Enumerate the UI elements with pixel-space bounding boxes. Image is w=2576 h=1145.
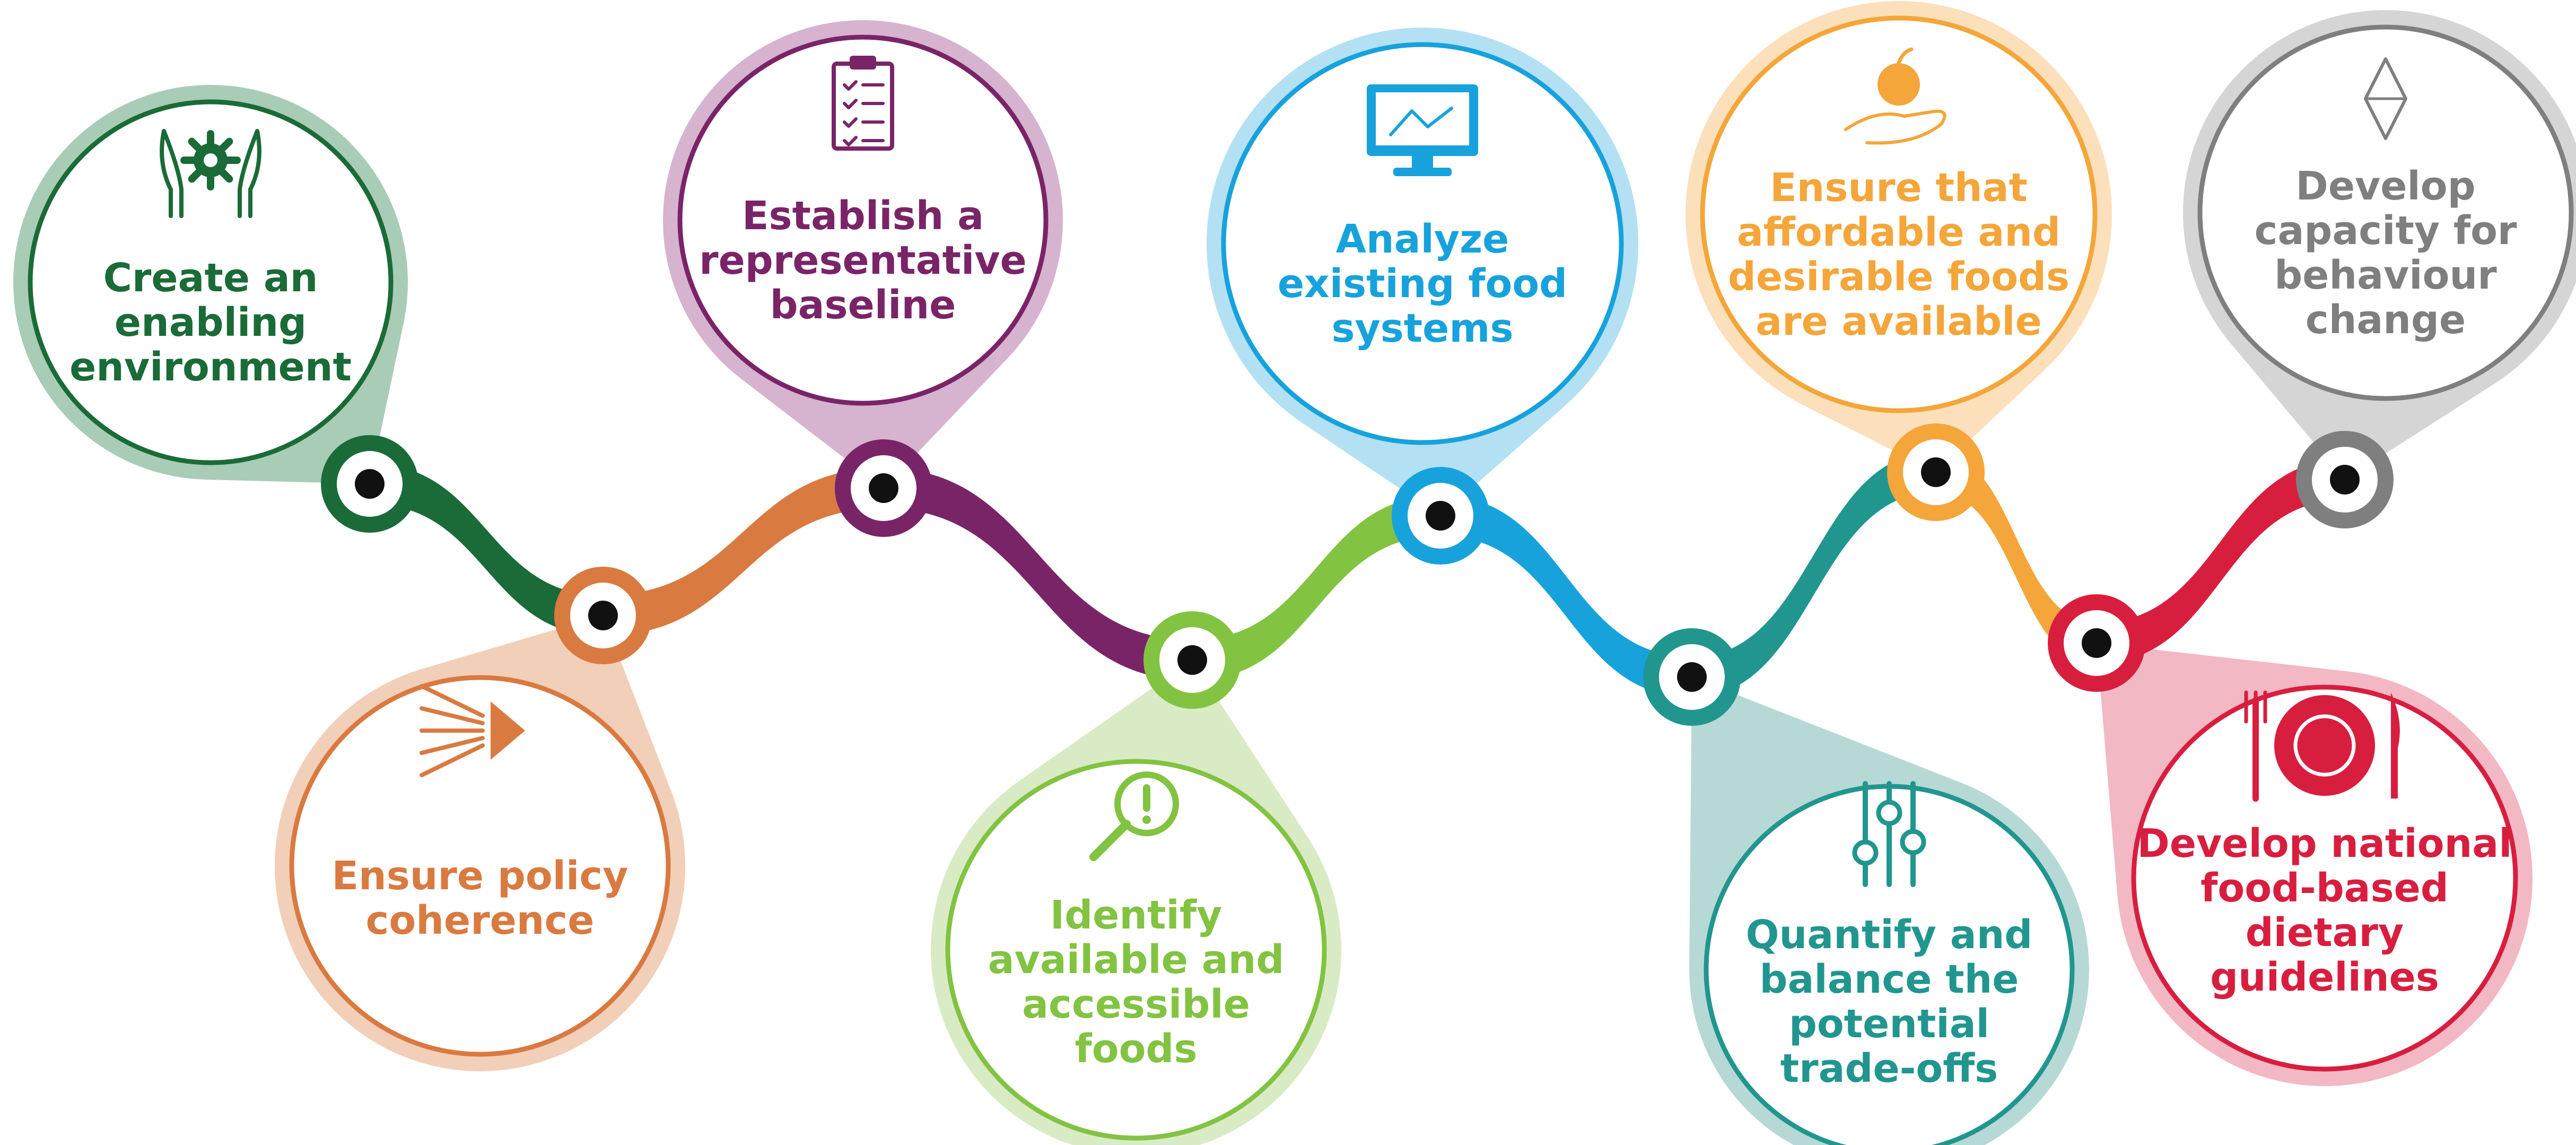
- step-5-label-line: systems: [1331, 306, 1513, 351]
- step-3-label-line: baseline: [770, 282, 956, 328]
- connector-1: [370, 464, 603, 636]
- sliders-icon: [1852, 781, 1926, 887]
- step-1-label-line: environment: [69, 344, 352, 390]
- step-9-bubble: [2197, 24, 2574, 401]
- step-1-label-line: Create an: [103, 255, 318, 301]
- step-5-label-line: existing food: [1278, 261, 1567, 307]
- step-8-label-line: Develop national: [2137, 821, 2512, 866]
- step-8-node: [2048, 594, 2145, 692]
- step-2-label-line: Ensure policy: [331, 853, 628, 899]
- step-4-label-line: Identify: [1050, 892, 1222, 938]
- step-4-label-line: available and: [988, 937, 1285, 983]
- connector-2: [603, 468, 884, 636]
- connector-5: [1440, 496, 1692, 697]
- step-7-label-line: are available: [1756, 299, 2042, 344]
- connector-7: [1936, 452, 2097, 663]
- step-1-label-line: enabling: [115, 300, 307, 345]
- step-8-label-line: food-based: [2200, 865, 2449, 911]
- step-3-node: [835, 439, 932, 537]
- step-6-label-line: balance the: [1760, 957, 2019, 1002]
- step-4-bubble: [945, 759, 1327, 1141]
- step-4-node: [1143, 611, 1241, 709]
- connector-6: [1692, 452, 1936, 697]
- step-5-node: [1392, 467, 1489, 565]
- step-6-label-line: trade-offs: [1780, 1046, 1998, 1091]
- step-2-bubble: [289, 675, 671, 1057]
- step-8-label-line: guidelines: [2210, 955, 2439, 1000]
- hands-gear-icon: [160, 129, 261, 218]
- plate-cutlery-icon: [2244, 690, 2400, 802]
- step-1-bubble: [28, 99, 394, 465]
- converging-arrows-icon: [420, 684, 525, 777]
- connector-8: [2097, 459, 2345, 663]
- step-5-label-line: Analyze: [1336, 216, 1509, 262]
- step-7-label-line: Ensure that: [1770, 165, 2028, 211]
- step-6-label-line: potential: [1789, 1001, 1989, 1047]
- step-3-label-line: Establish a: [742, 193, 984, 239]
- step-3-bubble: [677, 34, 1049, 406]
- step-9-label-line: capacity for: [2255, 208, 2517, 254]
- step-7-node: [1887, 423, 1985, 521]
- magnifier-alert-icon: [1089, 771, 1179, 861]
- step-7-label-line: desirable foods: [1728, 254, 2069, 300]
- step-9-label-line: change: [2306, 297, 2466, 343]
- connector-4: [1192, 496, 1440, 680]
- step-2-node: [554, 567, 652, 664]
- step-5-bubble: [1221, 42, 1624, 445]
- step-6-label-line: Quantify and: [1746, 912, 2033, 958]
- step-9-node: [2296, 431, 2394, 528]
- step-7-bubble: [1700, 15, 2098, 413]
- step-9-label-line: Develop: [2295, 163, 2475, 209]
- step-6-node: [1643, 628, 1741, 726]
- step-4-label-line: foods: [1075, 1026, 1198, 1072]
- step-8-label-line: dietary: [2246, 910, 2404, 956]
- step-1-node: [321, 435, 418, 533]
- clipboard-checklist-icon: [832, 56, 894, 151]
- step-9-label-line: behaviour: [2274, 253, 2497, 298]
- step-4-label-line: accessible: [1022, 982, 1250, 1027]
- step-7-label-line: affordable and: [1737, 210, 2060, 255]
- hand-apple-icon: [1844, 47, 1946, 145]
- step-3-label-line: representative: [699, 238, 1027, 283]
- connector-3: [884, 468, 1192, 680]
- step-8-bubble: [2131, 684, 2518, 1072]
- step-2-label-line: coherence: [366, 898, 595, 943]
- connector-layer: [370, 452, 2345, 697]
- monitor-chart-icon: [1367, 84, 1478, 176]
- diamond-icon: [2364, 57, 2407, 140]
